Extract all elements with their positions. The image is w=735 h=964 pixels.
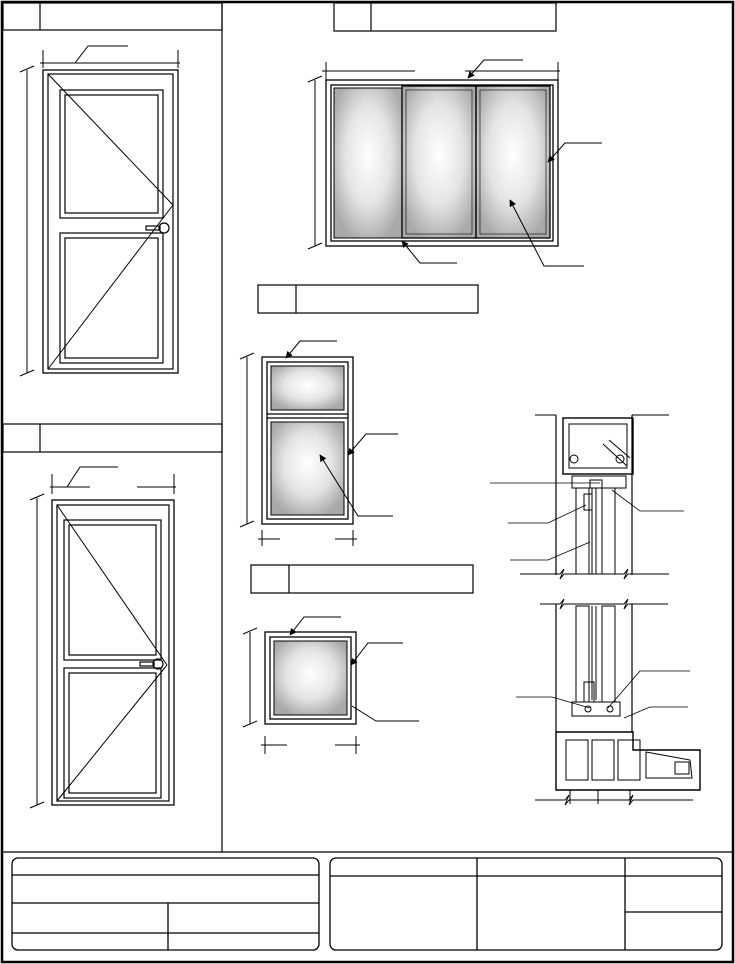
door-1-title-box	[2, 2, 223, 31]
frame-section-detail	[490, 414, 701, 806]
sliding-window-glass-panes	[333, 85, 551, 239]
sliding-window-detail	[307, 2, 602, 267]
fixed-window-tall-dimensions	[239, 352, 357, 546]
fixed-window-square-leaders	[289, 616, 419, 722]
door-1-detail	[2, 2, 223, 377]
sliding-window-title-box	[333, 2, 557, 32]
door-1-handle-icon	[145, 222, 170, 234]
door-1-dimensions	[19, 45, 180, 377]
title-block	[11, 857, 723, 951]
fixed-window-tall-detail	[239, 284, 479, 546]
door-2-detail	[2, 423, 223, 809]
door-2-handle-icon	[139, 658, 164, 670]
fixed-window-square-dimensions	[242, 627, 360, 754]
door-2-dimensions	[29, 466, 176, 809]
door-2-title-box	[2, 423, 223, 453]
fixed-window-tall-leaders	[285, 340, 398, 517]
frame-section-leaders	[490, 482, 690, 719]
sliding-window-leaders	[401, 59, 602, 267]
fixed-window-square-detail	[242, 564, 474, 754]
fixed-window-square-title-box	[250, 564, 474, 594]
fixed-window-tall-title-box	[257, 284, 479, 314]
sliding-window-dimensions	[307, 62, 560, 250]
